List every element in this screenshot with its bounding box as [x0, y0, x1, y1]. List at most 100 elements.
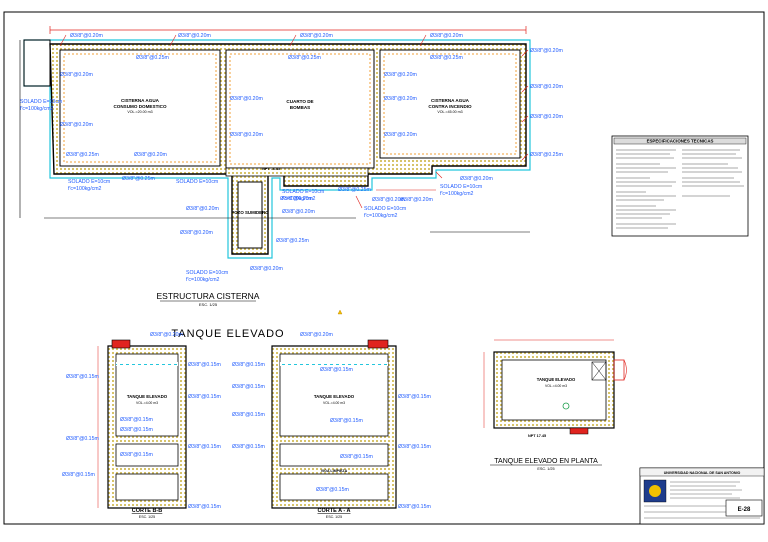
rebar-callout: Ø3/8"@0.15m [62, 472, 95, 478]
solado-callout: f'c=100kg/cm2 [282, 196, 316, 202]
sump-pit-label: POZO SUMIDERO [231, 210, 269, 215]
solado-callout: f'c=100kg/cm2 [186, 277, 220, 283]
rebar-callout: Ø3/8"@0.15m [232, 412, 265, 418]
tank-title: TANQUE ELEVADO [171, 328, 284, 340]
rebar-callout: Ø3/8"@0.20m [60, 72, 93, 78]
rebar-callout: Ø3/8"@0.20m [372, 197, 405, 203]
cistern-domestic-label-2: CONSUMO DOMESTICO [113, 104, 167, 109]
solado-callout: SOLADO E=10cm [282, 189, 324, 195]
solado-callout: SOLADO E=10cm [364, 206, 406, 212]
rebar-callout: Ø3/8"@0.20m [430, 33, 463, 39]
rebar-callout: Ø3/8"@0.20m [250, 266, 283, 272]
plan-tank-label: TANQUE ELEVADO [537, 377, 576, 382]
rebar-callout: Ø3/8"@0.15m [188, 444, 221, 450]
plan-tank-scale: ESC. 1/25 [537, 467, 554, 471]
rebar-callout: Ø3/8"@0.25m [338, 187, 371, 193]
rebar-callout: Ø3/8"@0.15m [188, 504, 221, 510]
rebar-callout: Ø3/8"@0.15m [232, 362, 265, 368]
rebar-callout: Ø3/8"@0.15m [398, 394, 431, 400]
rebar-callout: Ø3/8"@0.15m [66, 436, 99, 442]
specs-title: ESPECIFICACIONES TECNICAS [647, 139, 714, 144]
plan-tank-title: TANQUE ELEVADO EN PLANTA [494, 458, 598, 465]
rebar-callout: Ø3/8"@0.15m [340, 454, 373, 460]
rebar-callout: Ø3/8"@0.20m [180, 230, 213, 236]
rebar-callout: Ø3/8"@0.20m [460, 176, 493, 182]
rebar-callout: Ø3/8"@0.20m [384, 96, 417, 102]
plan-scale: ESC. 1/25 [199, 302, 218, 307]
sheet-border [3, 11, 765, 525]
section-aa-title: CORTE A - A [318, 508, 351, 514]
pump-room-label-1: CUARTO DE [286, 99, 313, 104]
rebar-callout: Ø3/8"@0.15m [120, 427, 153, 433]
solado-callout: SOLADO E=10cm [440, 184, 482, 190]
rebar-callout: Ø3/8"@0.20m [150, 332, 183, 338]
rebar-callout: Ø3/8"@0.15m [66, 374, 99, 380]
section-aa-tank-volume: VOL.=4.00 m3 [323, 401, 345, 405]
solado-callout: f'c=100kg/cm2 [68, 186, 102, 192]
rebar-callout: Ø3/8"@0.25m [276, 238, 309, 244]
rebar-callout: Ø3/8"@0.25m [136, 55, 169, 61]
solado-callout: SOLADO E=10cm [20, 99, 62, 105]
section-aa: TANQUE ELEVADO VOL.=4.00 m3 VIGA LIMPIEZ… [271, 339, 397, 519]
rebar-callout: Ø3/8"@0.15m [330, 418, 363, 424]
solado-callout: f'c=100kg/cm2 [20, 106, 54, 112]
solado-callout: f'c=100kg/cm2 [364, 213, 398, 219]
elevated-tank-sections: TANQUE ELEVADO TANQUE ELEVADO VOL.=4.00 … [62, 328, 431, 519]
rebar-callout: Ø3/8"@0.20m [384, 72, 417, 78]
section-bb-title: CORTE B-B [132, 508, 163, 514]
pump-room-interior [225, 49, 375, 169]
rebar-callout: Ø3/8"@0.15m [232, 384, 265, 390]
rebar-callout: Ø3/8"@0.20m [280, 196, 313, 202]
rebar-callout: Ø3/8"@0.20m [530, 48, 563, 54]
section-bb-tank-volume: VOL.=4.00 m3 [136, 401, 158, 405]
title-block-header: UNIVERSIDAD NACIONAL DE SAN ANTONIO [664, 471, 741, 475]
rebar-callout: Ø3/8"@0.15m [398, 444, 431, 450]
rebar-callout: Ø3/8"@0.15m [120, 452, 153, 458]
solado-callout: f'c=100kg/cm2 [440, 191, 474, 197]
rebar-callout: Ø3/8"@0.20m [70, 33, 103, 39]
rebar-callout: Ø3/8"@0.15m [320, 367, 353, 373]
rebar-callout: Ø3/8"@0.15m [120, 417, 153, 423]
rebar-callout: Ø3/8"@0.20m [60, 122, 93, 128]
cistern-fire-volume: VOL.=45.00 m3 [437, 110, 462, 114]
cistern-domestic-interior [59, 49, 221, 167]
rebar-callout: Ø3/8"@0.25m [530, 152, 563, 158]
cistern-domestic-volume: VOL.=20.00 m3 [127, 110, 152, 114]
plan-tank-level: NPT 17.45 [528, 434, 546, 438]
cistern-fire-interior [379, 49, 521, 159]
rebar-callout: Ø3/8"@0.15m [188, 362, 221, 368]
rebar-callout: Ø3/8"@0.20m [282, 209, 315, 215]
rebar-callout: Ø3/8"@0.20m [230, 132, 263, 138]
cistern-domestic-label-1: CISTERNA AGUA [121, 98, 160, 103]
cistern-plan: CISTERNA AGUA CONSUMO DOMESTICO VOL.=20.… [19, 26, 563, 315]
pump-room-label-2: BOMBAS [290, 105, 310, 110]
solado-callout: SOLADO E=10cm [68, 179, 110, 185]
rebar-callout: Ø3/8"@0.20m [530, 114, 563, 120]
plan-level-mark: NPT -3.45 [262, 166, 281, 171]
rebar-callout: Ø3/8"@0.15m [316, 487, 349, 493]
section-aa-scale: ESC. 1/25 [326, 515, 342, 519]
rebar-callout: Ø3/8"@0.20m [186, 206, 219, 212]
rebar-callout: Ø3/8"@0.20m [530, 84, 563, 90]
rebar-callout: Ø3/8"@0.25m [122, 176, 155, 182]
rebar-callout: Ø3/8"@0.25m [430, 55, 463, 61]
section-bb: TANQUE ELEVADO VOL.=4.00 m3 CORTE B-B ES… [97, 339, 187, 519]
cistern-fire-label-1: CISTERNA AGUA [431, 98, 470, 103]
plan-title: ESTRUCTURA CISTERNA [157, 291, 260, 301]
solado-callout: SOLADO E=10cm [176, 179, 218, 185]
elevated-tank-plan: TANQUE ELEVADO VOL.=4.00 m3 NPT 17.45 TA… [483, 339, 627, 471]
solado-callout: SOLADO E=10cm [186, 270, 228, 276]
rebar-callout: Ø3/8"@0.20m [178, 33, 211, 39]
rebar-callout: Ø3/8"@0.15m [232, 444, 265, 450]
rebar-callout: Ø3/8"@0.20m [300, 332, 333, 338]
cistern-fire-label-2: CONTRA INCENDIO [428, 104, 472, 109]
rebar-callout: Ø3/8"@0.20m [134, 152, 167, 158]
rebar-callout: Ø3/8"@0.25m [288, 55, 321, 61]
specs-panel: ESPECIFICACIONES TECNICAS [611, 135, 749, 237]
sump-pit-interior [237, 181, 263, 249]
plan-tank-volume: VOL.=4.00 m3 [545, 384, 567, 388]
rebar-callout: Ø3/8"@0.20m [400, 197, 433, 203]
rebar-callout: Ø3/8"@0.15m [188, 394, 221, 400]
